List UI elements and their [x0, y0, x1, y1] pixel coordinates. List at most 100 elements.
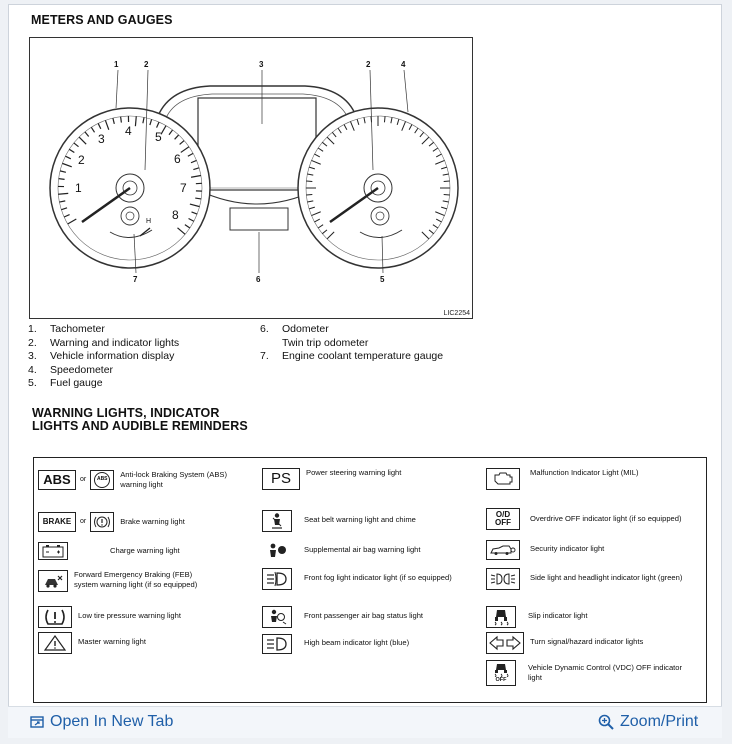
check-engine-icon [486, 468, 520, 490]
gauge-tick [67, 218, 77, 225]
gauge-tick [97, 123, 102, 130]
abs-icon: ABS [38, 470, 76, 490]
warning-item-fog: Front fog light indicator light (if so e… [262, 568, 452, 590]
gauge-tick [180, 146, 190, 153]
gauge-tick [356, 118, 360, 125]
legend-item: 6.Odometer [260, 323, 329, 335]
gauge-tick [65, 155, 72, 160]
tach-number-3: 3 [98, 132, 105, 146]
callout-4: 4 [401, 60, 406, 69]
legend-item: Twin trip odometer [282, 336, 369, 349]
gauge-tick [61, 207, 68, 211]
gauge-tick [187, 152, 194, 157]
warning-item-sidelight: Side light and headlight indicator light… [486, 568, 682, 590]
content-card: METERS AND GAUGES [8, 4, 722, 738]
gauge-tick [314, 218, 321, 223]
gauge-tick [432, 224, 439, 229]
warning-item-passenger-airbag: Front passenger air bag status light [262, 606, 423, 628]
gauge-tick [308, 206, 315, 210]
callout-7: 7 [133, 275, 138, 284]
gauge-tick [306, 180, 313, 183]
tach-number-7: 7 [180, 181, 187, 195]
zoom-icon [598, 714, 614, 730]
side-light-icon [486, 568, 520, 590]
gauge-tick [322, 229, 328, 235]
warning-item-tire: Low tire pressure warning light [38, 606, 181, 628]
brake-icon: BRAKE [38, 512, 76, 532]
airbag-icon [262, 540, 292, 562]
gauge-tick [311, 211, 321, 217]
power-steering-icon: PS [262, 468, 300, 490]
gauge-tick [414, 127, 419, 134]
figure-id: LIC2254 [443, 310, 470, 317]
gauge-tick [160, 125, 167, 135]
gauge-tick [383, 116, 386, 123]
gauge-tick [134, 116, 137, 127]
gauge-tick [142, 117, 145, 124]
gauge-tick [120, 116, 122, 123]
zoom-print-label: Zoom/Print [620, 713, 699, 730]
tire-pressure-icon [38, 606, 72, 628]
footer-bar: Open In New Tab Zoom/Print [8, 706, 722, 738]
legend-item: 4.Speedometer [28, 363, 114, 376]
gauge-tick [326, 231, 335, 240]
gauge-tick [441, 206, 448, 210]
callout-2-right: 2 [366, 60, 371, 69]
warning-item-seatbelt: Seat belt warning light and chime [262, 510, 416, 532]
callout-1: 1 [114, 60, 119, 69]
legend-item: 7.Engine coolant temperature gauge [260, 350, 444, 362]
gauge-tick [307, 173, 314, 176]
cluster-drawing [49, 69, 459, 274]
passenger-airbag-icon [262, 606, 292, 628]
legend-left: 1.Tachometer 2.Warning and indicator lig… [28, 323, 179, 391]
gauge-tick [156, 121, 160, 128]
tach-number-8: 8 [172, 208, 179, 222]
gauge-tick [443, 193, 450, 196]
gauge-tick [78, 136, 87, 145]
gauge-tick [168, 129, 174, 136]
gauge-tick [337, 127, 342, 134]
callout-2-left: 2 [144, 60, 149, 69]
gauge-tick [184, 224, 191, 229]
warning-item-slip: Slip indicator light [486, 606, 588, 628]
zoom-print-button[interactable]: Zoom/Print [598, 713, 698, 731]
tach-number-2: 2 [78, 153, 85, 167]
vdc-off-icon: OFF [486, 660, 516, 686]
gauge-tick [428, 229, 434, 235]
security-car-key-icon [486, 540, 520, 560]
front-fog-light-icon [262, 568, 292, 590]
gauge-tick [314, 153, 321, 158]
open-new-tab-button[interactable]: Open In New Tab [30, 713, 173, 731]
high-beam-icon [262, 634, 292, 654]
turn-signal-icon [486, 632, 524, 654]
gauge-tick [442, 173, 449, 176]
gauge-tick [432, 147, 439, 152]
gauge-tick [112, 117, 115, 125]
warning-item-turn: Turn signal/hazard indicator lights [486, 632, 643, 654]
gauge-tick [421, 231, 430, 240]
gauge-tick [435, 153, 442, 158]
legend-item: 5.Fuel gauge [28, 377, 103, 389]
abs-circle-icon: ABS [90, 470, 115, 490]
legend-item: 1.Tachometer [28, 323, 105, 335]
gauge-tick [435, 218, 442, 223]
gauge-tick [58, 192, 69, 195]
gauge-tick [401, 121, 407, 131]
gauge-tick [306, 193, 313, 196]
gauge-tick [408, 124, 413, 131]
warning-item-highbeam: High beam indicator light (blue) [262, 634, 409, 654]
gauge-tick [396, 118, 400, 125]
warning-item-vdc: OFF Vehicle Dynamic Control (VDC) OFF in… [486, 660, 698, 686]
gauge-tick [191, 211, 198, 215]
gauge-tick [68, 148, 75, 154]
gauge-tick [311, 159, 321, 165]
legend-right: 6.Odometer Twin trip odometer 7.Engine c… [260, 323, 443, 364]
warning-item-mil: Malfunction Indicator Light (MIL) [486, 468, 638, 490]
gauge-tick [63, 214, 70, 218]
seat-belt-icon [262, 510, 292, 532]
warning-item-brake: BRAKE or Brake warning light [38, 512, 185, 532]
gauge-tick [104, 120, 110, 130]
gauge-tick [190, 159, 197, 164]
gauge-tick [190, 174, 202, 178]
tach-number-6: 6 [174, 152, 181, 166]
